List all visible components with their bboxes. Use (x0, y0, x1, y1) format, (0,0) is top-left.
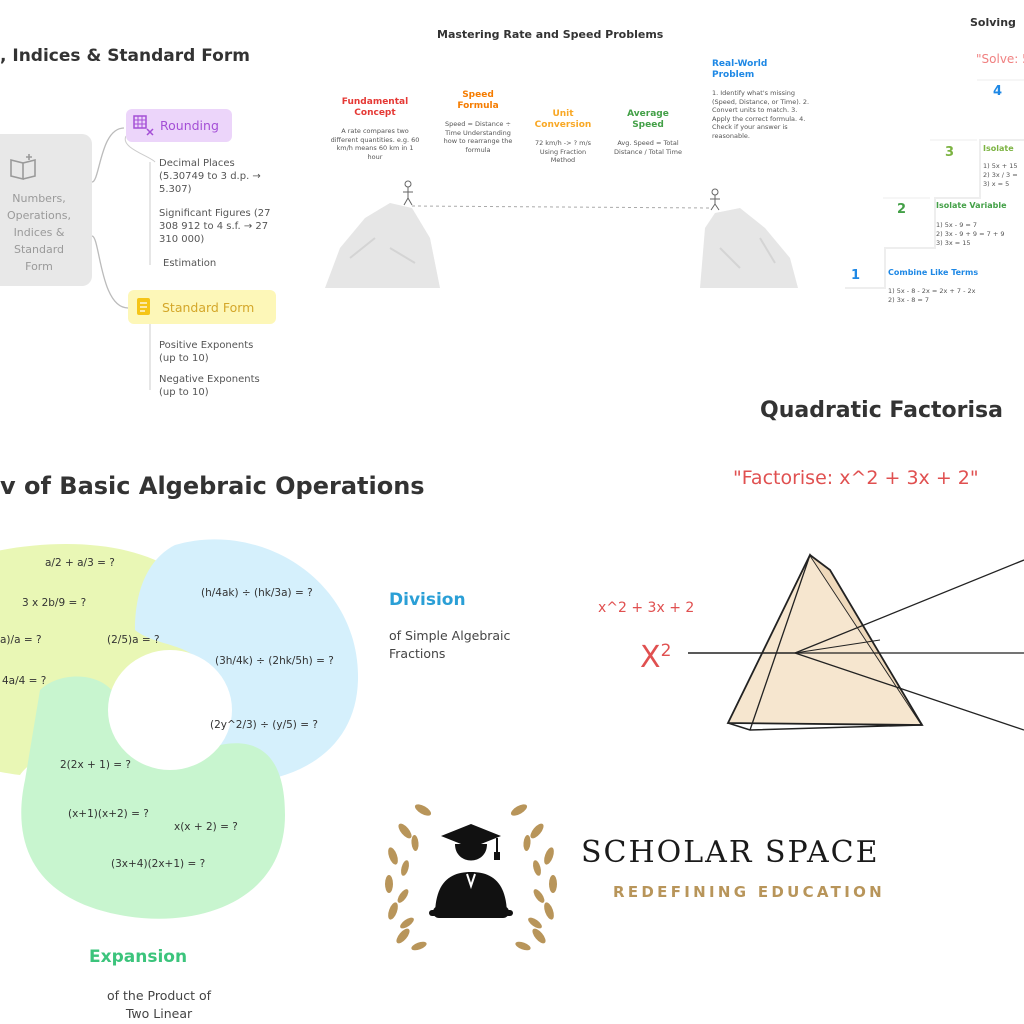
standard-form-node[interactable]: Standard Form (128, 290, 276, 324)
algebra-panel-title: v of Basic Algebraic Operations (0, 472, 425, 500)
root-line: Operations, (7, 209, 71, 222)
fraction-equation: 3 x 2b/9 = ? (22, 597, 87, 609)
staircase-illustration (845, 79, 1024, 289)
rounding-item: Decimal Places (5.30749 to 3 d.p. → 5.30… (159, 158, 261, 195)
root-line: Indices & (13, 226, 65, 239)
speed-step-title: Speed Formula (457, 90, 499, 111)
division-sub-line: of Simple Algebraic (389, 628, 511, 643)
laurel-graduate-icon (385, 804, 557, 951)
solving-panel-title: Solving (970, 16, 1016, 29)
division-equation: (3h/4k) ÷ (2hk/5h) = ? (215, 655, 334, 667)
division-equation: (2y^2/3) ÷ (y/5) = ? (210, 719, 318, 731)
speed-step[interactable]: Real-World Problem 1. Identify what's mi… (712, 59, 812, 140)
speed-step[interactable]: Speed Formula Speed = Distance ÷ Time Un… (440, 90, 516, 154)
expansion-sub-line: Two Linear (125, 1006, 193, 1021)
division-equation: (h/4ak) ÷ (hk/3a) = ? (201, 587, 313, 599)
division-sub: of Simple Algebraic Fractions (389, 627, 510, 663)
solving-step-number: 3 (945, 145, 955, 160)
cliff-bridge-illustration (325, 180, 798, 288)
quadratic-panel-title: Quadratic Factorisa (760, 398, 1003, 423)
solving-step-line: 1) 5x + 15 (983, 162, 1018, 170)
speed-step[interactable]: Unit Conversion 72 km/h -> ? m/s Using F… (527, 109, 599, 165)
logo-title: SCHOLAR SPACE (581, 835, 880, 870)
indices-panel-title: , Indices & Standard Form (0, 46, 250, 66)
rounding-item: Significant Figures (27 308 912 to 4 s.f… (159, 208, 271, 245)
fraction-equation: a)/a = ? (0, 634, 42, 646)
solving-step-line: 2) 3x - 8 = 7 (888, 296, 930, 304)
speed-step[interactable]: Average Speed Avg. Speed = Total Distanc… (612, 109, 684, 156)
x-squared-symbol: X2 (640, 640, 671, 675)
mindmap-connectors (91, 127, 156, 390)
root-line: Standard (13, 243, 65, 256)
fraction-equation: 4a/4 = ? (2, 675, 47, 687)
solving-step-title: Isolate (983, 144, 1014, 153)
book-icon (10, 154, 36, 181)
solving-step-line: 3) x = 5 (983, 180, 1010, 188)
x-symbol: X (640, 640, 661, 675)
root-line: Numbers, (12, 192, 66, 205)
prism-illustration (688, 553, 1024, 731)
solving-step-number: 2 (897, 202, 907, 217)
solving-step-number: 1 (851, 268, 861, 283)
division-label: Division (389, 590, 466, 610)
standard-form-item: Negative Exponents (up to 10) (159, 374, 260, 398)
document-icon (137, 298, 150, 315)
speed-step[interactable]: Fundamental Concept A rate compares two … (330, 97, 420, 161)
division-sub-line: Fractions (389, 646, 446, 661)
speed-step-body: 72 km/h -> ? m/s Using Fraction Method (534, 139, 592, 164)
standard-form-item: Positive Exponents (up to 10) (159, 340, 254, 364)
speed-step-body: 1. Identify what's missing (Speed, Dista… (712, 89, 810, 140)
expansion-equation: x(x + 2) = ? (174, 821, 238, 833)
solving-step-line: 3) 3x = 15 (936, 239, 971, 247)
rounding-item: Estimation (163, 258, 217, 269)
fraction-equation: a/2 + a/3 = ? (45, 557, 115, 569)
expansion-sub-line: of the Product of (107, 988, 211, 1003)
root-line: Form (25, 260, 53, 273)
speed-step-body: Avg. Speed = Total Distance / Total Time (614, 139, 682, 156)
quadratic-expression: x^2 + 3x + 2 (598, 600, 695, 616)
scholar-space-logo: SCHOLAR SPACE REDEFINING EDUCATION (345, 780, 970, 977)
solving-step-line: 2) 3x - 9 + 9 = 7 + 9 (936, 230, 1005, 238)
speed-step-title: Average Speed (627, 109, 669, 130)
logo-tagline: REDEFINING EDUCATION (613, 883, 885, 901)
solving-step-title: Isolate Variable (936, 201, 1007, 210)
rounding-node[interactable]: Rounding (126, 109, 232, 142)
expansion-label: Expansion (89, 947, 188, 967)
venn-rings (0, 539, 359, 919)
rounding-label: Rounding (160, 118, 219, 133)
solving-step-line: 1) 5x - 8 - 2x = 2x + 7 - 2x (888, 287, 976, 295)
fraction-equation: (2/5)a = ? (107, 634, 160, 646)
solving-step-line: 2) 3x / 3 = (983, 171, 1018, 179)
solving-prompt: "Solve: 5 (976, 52, 1024, 66)
speed-step-title: Real-World Problem (712, 59, 768, 80)
exponent: 2 (660, 641, 672, 661)
expansion-equation: (x+1)(x+2) = ? (68, 808, 149, 820)
speed-step-body: A rate compares two different quantities… (330, 127, 420, 161)
grid-calc-icon (133, 115, 154, 136)
expansion-equation: (3x+4)(2x+1) = ? (111, 858, 206, 870)
standard-form-label: Standard Form (162, 299, 255, 315)
expansion-equation: 2(2x + 1) = ? (60, 759, 131, 771)
solving-step-line: 1) 5x - 9 = 7 (936, 221, 978, 229)
solving-step-title: Combine Like Terms (888, 268, 979, 277)
root-node[interactable] (0, 134, 92, 286)
speed-step-title: Unit Conversion (534, 109, 592, 130)
quadratic-question: "Factorise: x^2 + 3x + 2" (733, 467, 979, 489)
speed-panel-title: Mastering Rate and Speed Problems (437, 28, 664, 41)
expansion-sub: of the Product of Two Linear (89, 987, 229, 1023)
solving-step-number: 4 (993, 84, 1003, 99)
root-node-label: Numbers, Operations, Indices & Standard … (0, 190, 92, 275)
speed-step-title: Fundamental Concept (341, 97, 409, 118)
speed-step-body: Speed = Distance ÷ Time Understanding ho… (443, 120, 513, 154)
